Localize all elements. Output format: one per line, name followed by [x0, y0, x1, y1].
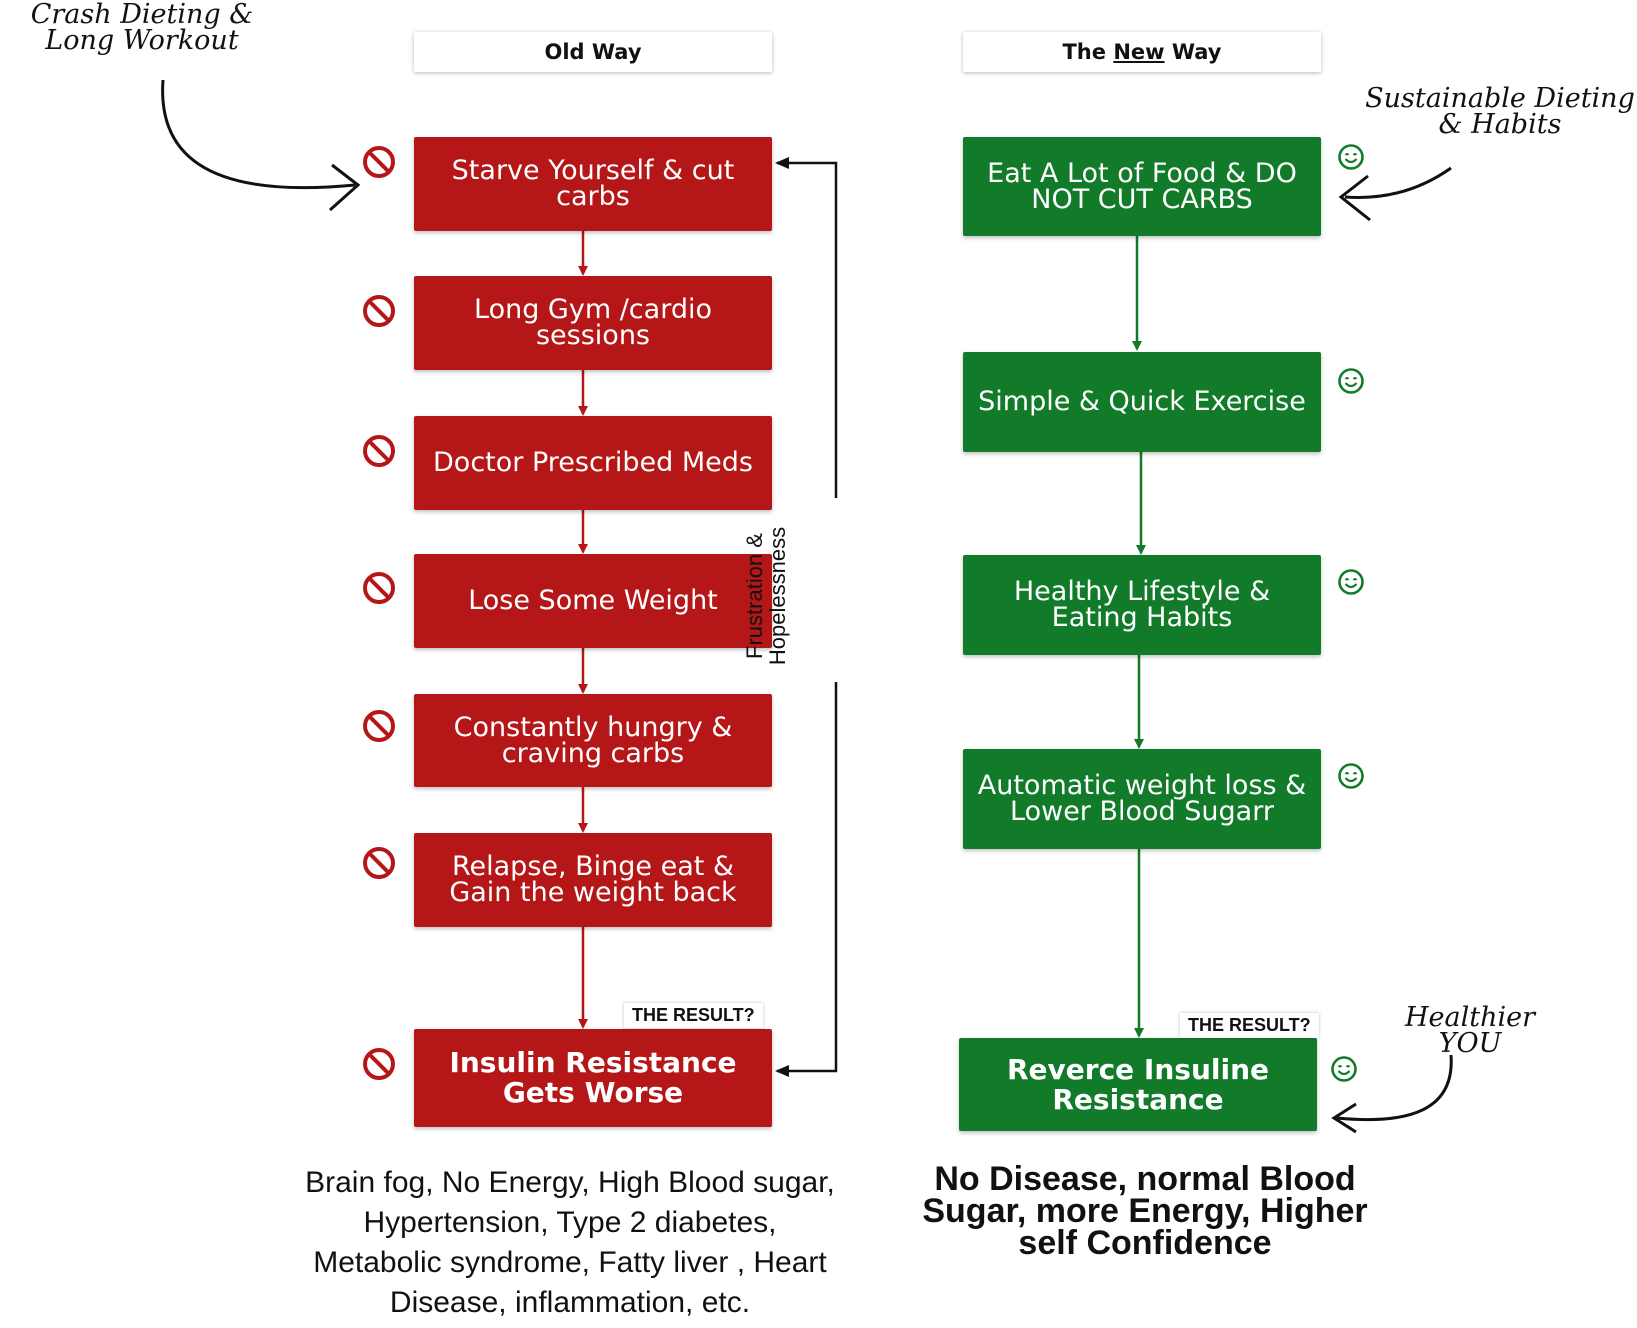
old-step-1-label: Starve Yourself & cut carbs [451, 155, 735, 212]
header-new-way-prefix: The [1062, 40, 1114, 64]
new-step-1-label: Eat A Lot of Food & DO NOT CUT CARBS [987, 157, 1297, 215]
note-arrowhead-top-right [1338, 174, 1371, 222]
old-result-label: Insulin Resistance Gets Worse [449, 1046, 737, 1109]
no-sign-icon [363, 435, 395, 467]
old-step-5-label: Constantly hungry & craving carbs [453, 711, 733, 769]
new-step-4-label: Automatic weight loss & Lower Blood Suga… [977, 770, 1307, 827]
smiley-icon [1338, 763, 1364, 789]
smiley-icon [1331, 1056, 1357, 1082]
header-old-way-label: Old Way [544, 40, 642, 64]
note-arrow-top-left [161, 79, 356, 190]
new-step-4: Automatic weight loss & Lower Blood Suga… [963, 749, 1321, 849]
new-step-1: Eat A Lot of Food & DO NOT CUT CARBS [963, 137, 1321, 236]
new-result-label: Reverce Insuline Resistance [1006, 1052, 1269, 1116]
old-step-1: Starve Yourself & cut carbs [414, 137, 772, 231]
no-sign-icon [363, 710, 395, 742]
note-healthier-you: Healthier YOU [1404, 1002, 1536, 1059]
new-step-3-label: Healthy Lifestyle & Eating Habits [1013, 576, 1271, 633]
note-arrow-bottom-right [1336, 1054, 1453, 1122]
no-sign-icon [363, 295, 395, 327]
old-result: Insulin Resistance Gets Worse [414, 1029, 772, 1127]
smiley-icon [1338, 368, 1364, 394]
smiley-icon [1338, 569, 1364, 595]
loop-line-upper [775, 157, 838, 498]
loop-line-lower [775, 682, 838, 1077]
loop-label: Frustration & Hopelessness [742, 526, 790, 666]
old-step-3-label: Doctor Prescribed Meds [433, 447, 753, 478]
header-old-way: Old Way [414, 32, 772, 72]
old-step-3: Doctor Prescribed Meds [414, 416, 772, 510]
old-step-2: Long Gym /cardio sessions [414, 276, 772, 370]
no-sign-icon [363, 1048, 395, 1080]
old-step-4-label: Lose Some Weight [468, 585, 718, 616]
header-new-way: The New Way [963, 32, 1321, 72]
old-result-tag: THE RESULT? [624, 1003, 763, 1028]
new-step-2: Simple & Quick Exercise [963, 352, 1321, 452]
no-sign-icon [363, 847, 395, 879]
new-result: Reverce Insuline Resistance [959, 1038, 1317, 1131]
note-arrowhead-bottom-right [1331, 1102, 1357, 1134]
old-step-2-label: Long Gym /cardio sessions [474, 294, 712, 351]
note-crash-dieting: Crash Dieting & Long Workout [30, 0, 254, 56]
note-arrow-top-right [1344, 166, 1452, 199]
note-sustainable-dieting: Sustainable Dieting & Habits [1365, 83, 1635, 140]
outcome-new-way: No Disease, normal Blood Sugar, more Ene… [922, 1160, 1368, 1262]
header-new-way-suffix: Way [1164, 40, 1222, 64]
no-sign-icon [363, 146, 395, 178]
old-step-6: Relapse, Binge eat & Gain the weight bac… [414, 833, 772, 927]
note-arrowhead-top-left [329, 163, 361, 212]
old-step-4: Lose Some Weight [414, 554, 772, 648]
new-step-3: Healthy Lifestyle & Eating Habits [963, 555, 1321, 655]
smiley-icon [1338, 144, 1364, 170]
header-new-way-emph: New [1113, 40, 1165, 64]
old-step-6-label: Relapse, Binge eat & Gain the weight bac… [449, 851, 737, 908]
new-result-tag: THE RESULT? [1180, 1013, 1319, 1038]
no-sign-icon [363, 572, 395, 604]
old-step-5: Constantly hungry & craving carbs [414, 694, 772, 787]
new-step-2-label: Simple & Quick Exercise [978, 386, 1306, 417]
outcome-old-way: Brain fog, No Energy, High Blood sugar, … [305, 1166, 835, 1319]
